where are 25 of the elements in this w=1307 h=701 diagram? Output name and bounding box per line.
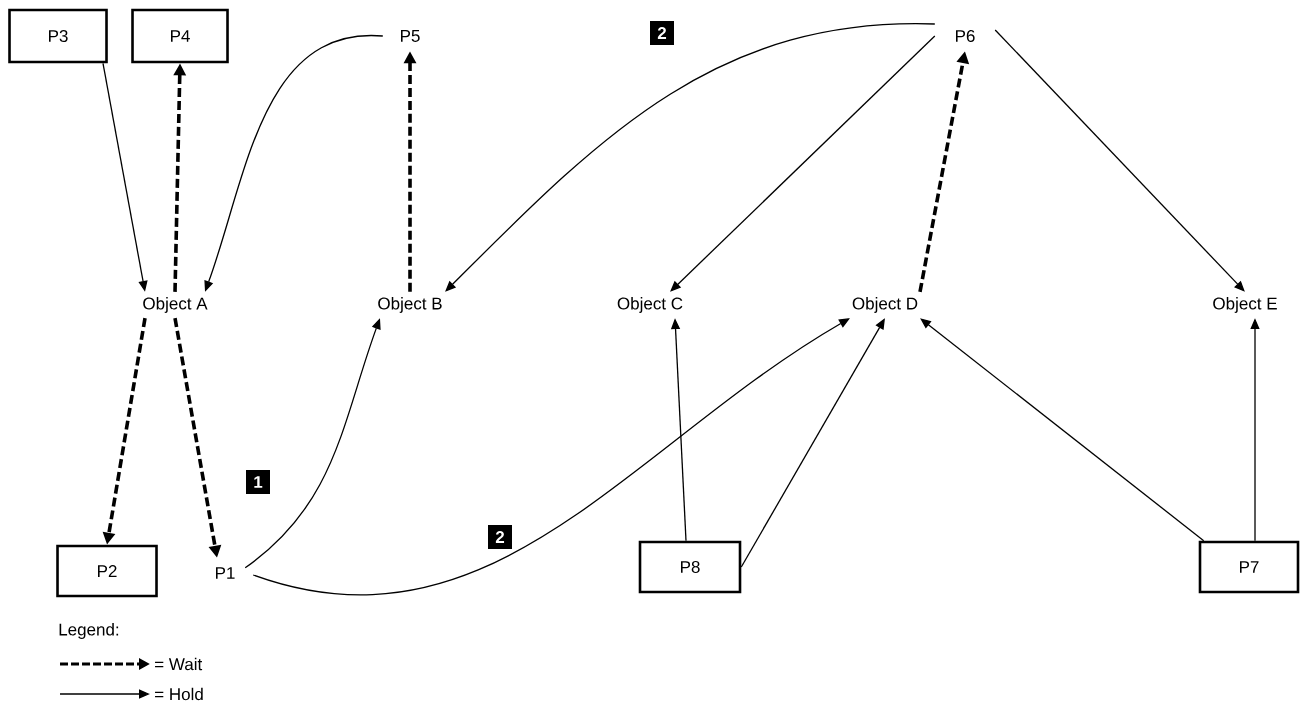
arrow [670, 35, 936, 292]
process-label: P5 [401, 30, 420, 42]
process-label: P6 [956, 30, 975, 42]
arrow [920, 318, 1205, 542]
edge-label: 1 [246, 470, 270, 494]
process-box: P8 [638, 540, 742, 594]
process-box: P7 [1198, 540, 1300, 594]
process-label: P1 [216, 567, 235, 579]
object-label: Object C [617, 297, 683, 313]
process-box: P2 [56, 544, 158, 598]
process-box: P4 [131, 8, 229, 64]
object-label: Object A [143, 297, 208, 313]
edge-label: 2 [650, 21, 674, 45]
arrow [994, 29, 1245, 292]
arrow [740, 318, 885, 568]
object-label: Object D [852, 297, 918, 313]
edge-label: 2 [488, 525, 512, 549]
object-label: Object B [378, 297, 442, 313]
legend-text: = Hold [155, 687, 203, 701]
arrow [252, 318, 850, 596]
object-label: Object E [1213, 297, 1277, 313]
arrow [445, 23, 936, 292]
legend-heading: Legend: [59, 623, 119, 639]
process-box: P3 [8, 8, 108, 64]
legend-text: = Wait [155, 657, 203, 671]
